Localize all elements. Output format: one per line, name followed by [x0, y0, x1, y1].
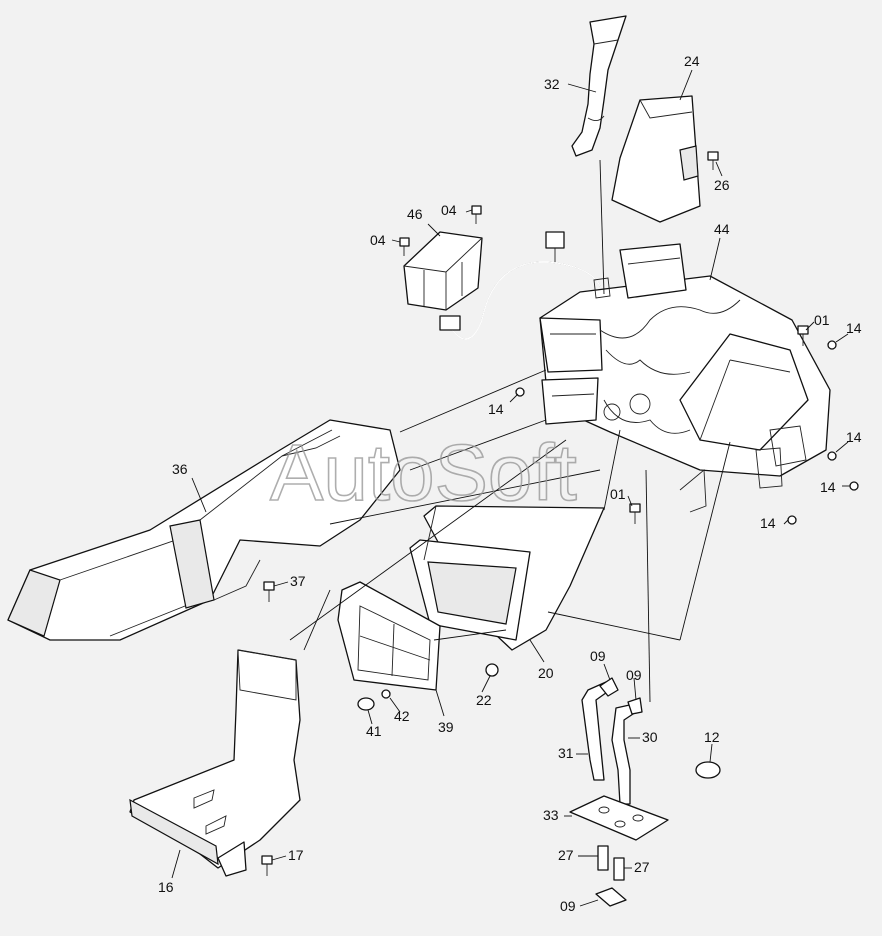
hvac-unit-44	[539, 243, 831, 513]
leader-lines	[171, 69, 850, 907]
duct-24	[611, 95, 701, 223]
callout-09a: 09	[590, 648, 606, 664]
nut-22	[485, 663, 499, 677]
callout-22: 22	[476, 692, 492, 708]
callout-41: 41	[366, 723, 382, 739]
reference-lines	[289, 159, 731, 703]
callout-33: 33	[543, 807, 559, 823]
plate-33	[569, 795, 669, 841]
bolt-26	[707, 151, 719, 170]
bolt-01a	[797, 325, 809, 346]
callout-31: 31	[558, 745, 574, 761]
wire-harness	[439, 231, 601, 340]
callout-39: 39	[438, 719, 454, 735]
callout-30: 30	[642, 729, 658, 745]
callout-32: 32	[544, 76, 560, 92]
hose-30	[611, 703, 637, 805]
callout-27b: 27	[634, 859, 650, 875]
bolt-01b	[629, 503, 641, 524]
callout-01b: 01	[610, 486, 626, 502]
callout-20: 20	[538, 665, 554, 681]
module-46	[403, 231, 483, 311]
callout-44: 44	[714, 221, 730, 237]
callout-42: 42	[394, 708, 410, 724]
callout-04a: 04	[370, 232, 386, 248]
callout-04b: 04	[441, 202, 457, 218]
callout-09b: 09	[626, 667, 642, 683]
callout-labels: 32 24 26 46 04 04 44 01 14 14 14 14 14 3…	[158, 53, 862, 914]
callout-17: 17	[288, 847, 304, 863]
callout-37: 37	[290, 573, 306, 589]
fitting-27	[597, 845, 625, 881]
callout-14d: 14	[820, 479, 836, 495]
duct-16	[129, 649, 301, 877]
bolt-04a	[399, 237, 410, 256]
filter-39	[337, 581, 441, 691]
housing-20	[409, 505, 605, 651]
callout-12: 12	[704, 729, 720, 745]
watermark: AutoSoft	[270, 428, 577, 517]
hose-31	[581, 681, 611, 781]
callout-46: 46	[407, 206, 423, 222]
duct-36	[7, 419, 401, 641]
callout-09c: 09	[560, 898, 576, 914]
callout-16: 16	[158, 879, 174, 895]
callout-14a: 14	[846, 320, 862, 336]
callout-24: 24	[684, 53, 700, 69]
callout-14e: 14	[760, 515, 776, 531]
bolt-17	[261, 855, 273, 876]
bolt-37	[263, 581, 275, 602]
screw-42	[381, 689, 391, 699]
hose-32	[571, 15, 627, 157]
callout-14c: 14	[846, 429, 862, 445]
callout-01a: 01	[814, 312, 830, 328]
callout-36: 36	[172, 461, 188, 477]
callout-14b: 14	[488, 401, 504, 417]
cap-12	[695, 761, 721, 779]
clamp-09	[595, 677, 643, 907]
callout-26: 26	[714, 177, 730, 193]
bolt-04b	[471, 205, 482, 224]
knob-41	[357, 697, 375, 711]
callout-27a: 27	[558, 847, 574, 863]
